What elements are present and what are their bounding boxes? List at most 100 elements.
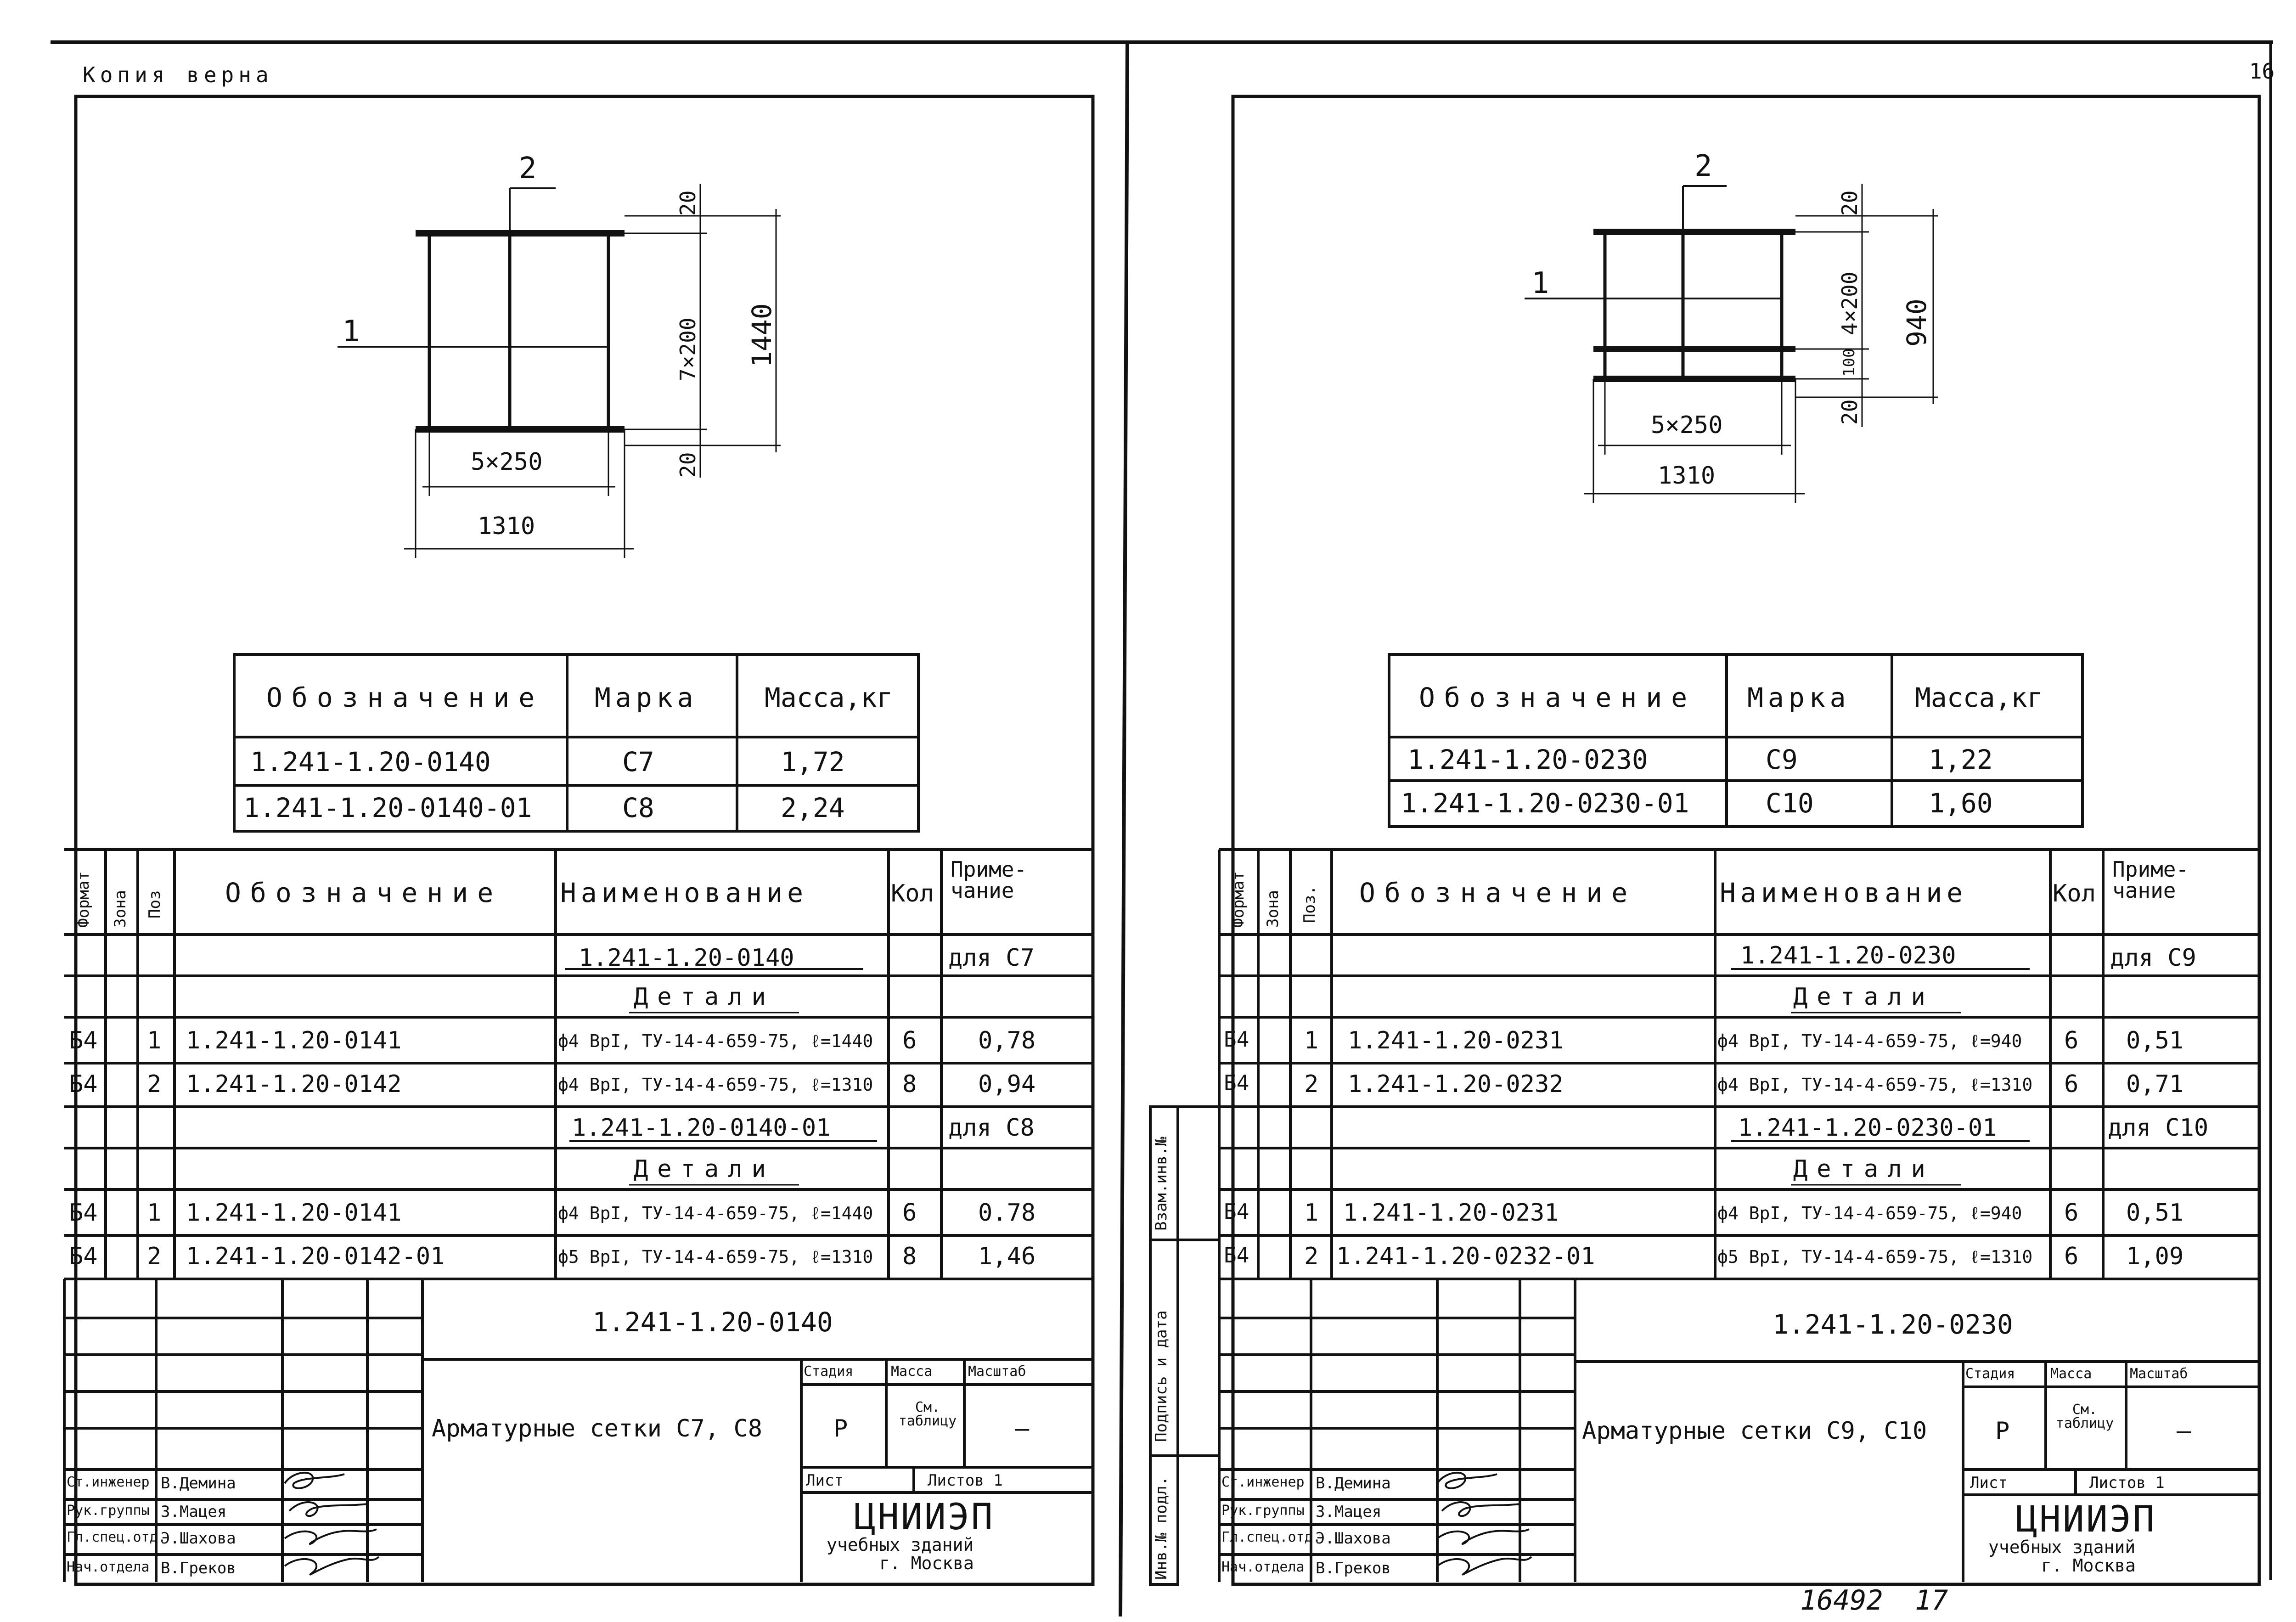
title-block-left-lines xyxy=(63,1279,1093,1582)
title-scale-label-left: Масштаб xyxy=(968,1363,1026,1380)
dim-inner-width-right: 5×250 xyxy=(1651,411,1723,439)
title-scale-right: — xyxy=(2177,1417,2191,1445)
spec-left-r7-name: ф4 ВрI, ТУ-14-4-659-75, ℓ=1440 xyxy=(558,1203,873,1223)
spec-header-note-right: Приме-чание xyxy=(2112,857,2189,903)
mark-row2-mass-right: 1,60 xyxy=(1929,788,1993,819)
spec-left-r4-note: 0,94 xyxy=(978,1070,1036,1098)
staff-name-2-left: З.Мацея xyxy=(161,1503,227,1521)
spec-header-format-left: Формат xyxy=(74,871,93,928)
spec-left-r7-note: 0.78 xyxy=(978,1199,1036,1227)
mark-row1-designation-right: 1.241-1.20-0230 xyxy=(1407,744,1648,775)
title-stage-label-right: Стадия xyxy=(1965,1366,2015,1382)
spec-left-r5-note: для С8 xyxy=(948,1114,1035,1142)
spec-right-r5-note: для С10 xyxy=(2108,1114,2209,1142)
spec-left-r5-name: 1.241-1.20-0140-01 xyxy=(572,1114,831,1142)
mark-row2-designation-right: 1.241-1.20-0230-01 xyxy=(1401,788,1689,819)
spec-left-r3-designation: 1.241-1.20-0141 xyxy=(186,1027,402,1054)
spec-header-name-left: Наименование xyxy=(560,877,808,908)
spec-left-r1-name: 1.241-1.20-0140 xyxy=(579,944,794,972)
side-stamp-inv-original: Инв.№ подл. xyxy=(1152,1476,1171,1580)
spec-right-r4-name: ф4 ВрI, ТУ-14-4-659-75, ℓ=1310 xyxy=(1717,1075,2033,1095)
spec-right-r3-pos: 1 xyxy=(1304,1027,1319,1054)
org-sub-left: учебных зданий xyxy=(827,1535,974,1555)
spec-header-qty-right: Кол xyxy=(2053,880,2096,907)
spec-right-r5-name: 1.241-1.20-0230-01 xyxy=(1738,1114,1997,1142)
dim-overall-left: 1440 xyxy=(746,303,777,367)
mark-row1-designation-left: 1.241-1.20-0140 xyxy=(250,746,491,777)
spec-right-r3-name: ф4 ВрI, ТУ-14-4-659-75, ℓ=940 xyxy=(1717,1031,2022,1051)
stamp-copy-true: Копия верна xyxy=(83,62,273,87)
dim-middle-left: 7×200 xyxy=(675,317,700,381)
spec-right-r3-designation: 1.241-1.20-0231 xyxy=(1348,1027,1564,1054)
spec-left-r4-pos: 2 xyxy=(147,1070,162,1098)
dim-bottom-left: 20 xyxy=(675,452,700,478)
staff-name-4-left: В.Греков xyxy=(161,1559,236,1577)
title-sheets-label-right: Листов 1 xyxy=(2089,1474,2165,1492)
spec-right-r8-note: 1,09 xyxy=(2126,1243,2184,1270)
position-label-1-left: 1 xyxy=(342,315,360,349)
side-stamp-sign-date: Подпись и дата xyxy=(1152,1310,1171,1442)
position-label-2-left: 2 xyxy=(519,152,537,186)
title-stage-right: Р xyxy=(1995,1417,2010,1445)
dim-small-right: 100 xyxy=(1840,348,1858,377)
signatures-left xyxy=(284,1471,380,1576)
spec-header-pos-left: Поз xyxy=(146,890,164,918)
title-mass-left: См. таблицу xyxy=(898,1399,957,1429)
spec-right-r7-qty: 6 xyxy=(2064,1199,2079,1227)
dim-middle-right: 4×200 xyxy=(1837,271,1862,335)
spec-table-left-lines xyxy=(64,848,1093,1280)
mark-row2-mark-left: С8 xyxy=(622,792,654,823)
spec-right-r4-format: Б4 xyxy=(1224,1070,1249,1095)
org-sub-right: учебных зданий xyxy=(1988,1537,2136,1557)
spec-left-r2-name: Детали xyxy=(634,983,775,1011)
title-sheet-label-left: Лист xyxy=(806,1471,844,1490)
staff-name-1-left: В.Демина xyxy=(161,1474,236,1492)
org-name-left: ЦНИИЭП xyxy=(854,1497,995,1538)
spec-right-r4-pos: 2 xyxy=(1304,1070,1319,1098)
dim-inner-width-left: 5×250 xyxy=(471,448,543,476)
dim-outer-width-right: 1310 xyxy=(1658,462,1716,490)
spec-left-r3-name: ф4 ВрI, ТУ-14-4-659-75, ℓ=1440 xyxy=(558,1031,873,1051)
dim-top-left: 20 xyxy=(675,190,700,216)
spec-left-r1-note: для С7 xyxy=(948,944,1035,972)
spec-header-note-left: Приме-чание xyxy=(951,857,1027,903)
spec-left-r8-qty: 8 xyxy=(902,1243,917,1270)
spec-right-r3-note: 0,51 xyxy=(2126,1027,2184,1054)
spec-right-r2-name: Детали xyxy=(1793,983,1935,1011)
spec-left-r4-format: Б4 xyxy=(69,1070,98,1098)
mark-header-mark-right: Марка xyxy=(1747,682,1851,713)
side-stamp-lines xyxy=(1149,1105,1219,1586)
spec-header-designation-left: Обозначение xyxy=(225,877,503,908)
spec-left-r8-name: ф5 ВрI, ТУ-14-4-659-75, ℓ=1310 xyxy=(558,1247,873,1267)
spec-header-pos-right: Поз. xyxy=(1300,885,1319,923)
title-scale-left: — xyxy=(1015,1415,1030,1442)
mark-row1-mark-left: С7 xyxy=(622,746,654,777)
spec-right-r8-name: ф5 ВрI, ТУ-14-4-659-75, ℓ=1310 xyxy=(1717,1247,2033,1267)
title-mass-label-right: Масса xyxy=(2050,1366,2092,1382)
archive-number: 16492 xyxy=(1800,1584,1883,1616)
spec-right-r3-qty: 6 xyxy=(2064,1027,2079,1054)
mesh-drawing-left xyxy=(338,184,781,558)
title-mass-right: См. таблицу xyxy=(2055,1402,2114,1431)
sheet-number: 16 xyxy=(2249,59,2275,84)
spec-left-r7-pos: 1 xyxy=(147,1199,162,1227)
spec-right-r7-name: ф4 ВрI, ТУ-14-4-659-75, ℓ=940 xyxy=(1717,1203,2022,1223)
spec-left-r3-note: 0,78 xyxy=(978,1027,1036,1054)
spec-right-r4-qty: 6 xyxy=(2064,1070,2079,1098)
mark-row1-mass-left: 1,72 xyxy=(781,746,845,777)
spec-right-r3-format: Б4 xyxy=(1224,1027,1249,1052)
staff-name-2-right: З.Мацея xyxy=(1316,1503,1382,1521)
spec-right-r7-note: 0,51 xyxy=(2126,1199,2184,1227)
org-city-left: г. Москва xyxy=(879,1553,974,1573)
spec-header-name-right: Наименование xyxy=(1720,877,1968,908)
mark-table-right-lines xyxy=(1388,653,2084,828)
mark-header-mark-left: Марка xyxy=(595,682,698,713)
spec-right-r7-designation: 1.241-1.20-0231 xyxy=(1343,1199,1559,1227)
staff-name-3-right: Э.Шахова xyxy=(1316,1529,1391,1548)
staff-role-1-right: Ст.инженер xyxy=(1221,1474,1305,1490)
title-block-right-lines xyxy=(1219,1279,2259,1582)
spec-left-r4-designation: 1.241-1.20-0142 xyxy=(186,1070,402,1098)
title-sheet-label-right: Лист xyxy=(1970,1474,2008,1492)
org-city-right: г. Москва xyxy=(2041,1555,2136,1576)
